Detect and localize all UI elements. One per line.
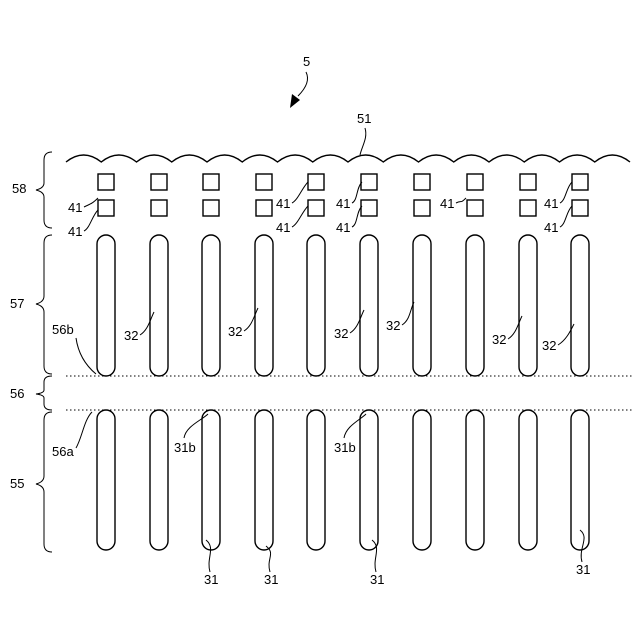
leader-41 xyxy=(84,198,98,207)
leader-31 xyxy=(580,530,584,562)
label-41: 41 xyxy=(68,224,82,239)
leader-31b xyxy=(184,414,208,438)
label-41: 41 xyxy=(276,220,290,235)
cell-square xyxy=(467,200,483,216)
cell-square xyxy=(520,200,536,216)
lower-pillar xyxy=(97,410,115,550)
leader-31 xyxy=(372,540,377,572)
cell-square xyxy=(467,174,483,190)
leader-41 xyxy=(84,210,98,231)
label-32: 32 xyxy=(124,328,138,343)
cell-square xyxy=(520,174,536,190)
label-41: 41 xyxy=(276,196,290,211)
lower-pillar xyxy=(150,410,168,550)
leader-32 xyxy=(244,308,258,331)
upper-pillar xyxy=(519,235,537,376)
label-55: 55 xyxy=(10,476,24,491)
upper-pillar xyxy=(466,235,484,376)
cell-square xyxy=(98,200,114,216)
label-57: 57 xyxy=(10,296,24,311)
cell-square xyxy=(203,174,219,190)
label-41: 41 xyxy=(440,196,454,211)
lower-pillar xyxy=(519,410,537,550)
upper-pillar xyxy=(571,235,589,376)
lower-pillar xyxy=(202,410,220,550)
label-41: 41 xyxy=(544,220,558,235)
cell-square xyxy=(572,200,588,216)
upper-pillar xyxy=(97,235,115,376)
label-31: 31 xyxy=(204,572,218,587)
label-56a: 56a xyxy=(52,444,74,459)
label-32: 32 xyxy=(334,326,348,341)
leader-41 xyxy=(560,206,572,227)
cell-square xyxy=(151,200,167,216)
leader-56b xyxy=(76,338,96,374)
ref-label: 5 xyxy=(303,54,310,69)
cell-square xyxy=(256,174,272,190)
label-31: 31 xyxy=(576,562,590,577)
upper-pillar xyxy=(413,235,431,376)
cell-square xyxy=(256,200,272,216)
label-32: 32 xyxy=(542,338,556,353)
cell-square xyxy=(361,200,377,216)
label-56: 56 xyxy=(10,386,24,401)
pillar-array xyxy=(97,235,589,550)
leader-31b xyxy=(344,414,366,438)
brace-56 xyxy=(36,376,52,410)
upper-pillar xyxy=(360,235,378,376)
pillar-top-labels: 32 32 32 32 32 32 xyxy=(124,302,574,353)
label-31: 31 xyxy=(264,572,278,587)
label-41: 41 xyxy=(336,220,350,235)
brace-57 xyxy=(36,235,52,374)
ref-arrow-line xyxy=(298,72,308,96)
upper-pillar xyxy=(255,235,273,376)
leader-41 xyxy=(560,182,572,203)
leader-41 xyxy=(292,206,308,227)
upper-pillar xyxy=(202,235,220,376)
cell-square xyxy=(361,174,377,190)
leader-31 xyxy=(206,540,211,572)
cell-square xyxy=(414,200,430,216)
label-32: 32 xyxy=(228,324,242,339)
label-32: 32 xyxy=(492,332,506,347)
brace-55 xyxy=(36,412,52,552)
cell-square xyxy=(308,174,324,190)
cell-square xyxy=(203,200,219,216)
label-32: 32 xyxy=(386,318,400,333)
cell-square xyxy=(151,174,167,190)
cell-square xyxy=(572,174,588,190)
cell-square xyxy=(98,174,114,190)
label-51: 51 xyxy=(357,111,371,126)
label-41: 41 xyxy=(68,200,82,215)
cell-square xyxy=(414,174,430,190)
scalloped-top-surface xyxy=(66,155,630,162)
leader-41 xyxy=(292,182,308,203)
leader-51 xyxy=(360,128,366,155)
pillar-bottom-labels: 31b 31b 31 31 31 31 xyxy=(174,414,590,587)
upper-pillar xyxy=(150,235,168,376)
label-41: 41 xyxy=(336,196,350,211)
lower-pillar xyxy=(255,410,273,550)
label-58: 58 xyxy=(12,181,26,196)
leader-32 xyxy=(350,310,364,333)
brace-58 xyxy=(36,152,52,228)
lower-pillar xyxy=(571,410,589,550)
cell-square xyxy=(308,200,324,216)
label-31b: 31b xyxy=(174,440,196,455)
lower-pillar xyxy=(466,410,484,550)
upper-pillar xyxy=(307,235,325,376)
leader-56a xyxy=(76,412,92,448)
leader-32 xyxy=(508,316,522,339)
label-56b: 56b xyxy=(52,322,74,337)
lower-pillar xyxy=(360,410,378,550)
leader-32 xyxy=(140,312,154,335)
label-31: 31 xyxy=(370,572,384,587)
leader-41 xyxy=(456,198,466,203)
lower-pillar xyxy=(413,410,431,550)
label-31b: 31b xyxy=(334,440,356,455)
label-41: 41 xyxy=(544,196,558,211)
leader-32 xyxy=(402,302,414,325)
lower-pillar xyxy=(307,410,325,550)
